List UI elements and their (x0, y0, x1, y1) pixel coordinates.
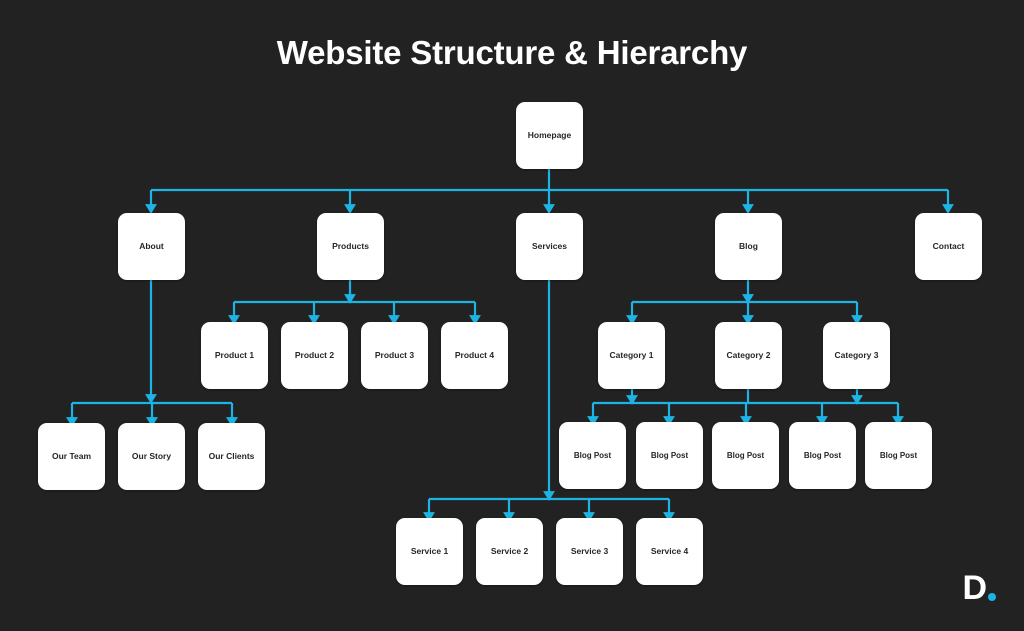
node-label: Service 4 (650, 545, 689, 556)
node-label: Service 2 (490, 545, 529, 556)
node-contact[interactable]: Contact (915, 213, 982, 280)
node-label: Category 2 (726, 349, 771, 360)
node-label: Product 2 (294, 349, 335, 360)
brand-logo: D (962, 571, 996, 605)
node-label: Blog Post (726, 450, 765, 460)
node-products[interactable]: Products (317, 213, 384, 280)
node-label: Blog Post (650, 450, 689, 460)
node-label: Our Clients (208, 450, 255, 461)
node-homepage[interactable]: Homepage (516, 102, 583, 169)
node-product-1[interactable]: Product 1 (201, 322, 268, 389)
node-label: About (139, 240, 164, 251)
node-label: Blog Post (879, 450, 918, 460)
node-service-4[interactable]: Service 4 (636, 518, 703, 585)
node-label: Category 1 (609, 349, 654, 360)
node-label: Services (532, 240, 567, 251)
node-category-1[interactable]: Category 1 (598, 322, 665, 389)
node-service-3[interactable]: Service 3 (556, 518, 623, 585)
node-our-team[interactable]: Our Team (38, 423, 105, 490)
node-service-2[interactable]: Service 2 (476, 518, 543, 585)
node-label: Service 3 (570, 545, 609, 556)
page-title: Website Structure & Hierarchy (276, 34, 748, 71)
node-product-2[interactable]: Product 2 (281, 322, 348, 389)
node-label: Blog Post (573, 450, 612, 460)
node-label: Product 3 (374, 349, 415, 360)
node-service-1[interactable]: Service 1 (396, 518, 463, 585)
logo-dot-icon (988, 593, 996, 601)
node-label: Category 3 (834, 349, 879, 360)
node-label: Our Story (131, 450, 172, 461)
node-label: Homepage (527, 129, 572, 140)
node-product-3[interactable]: Product 3 (361, 322, 428, 389)
node-blog-post-1[interactable]: Blog Post (559, 422, 626, 489)
node-label: Product 1 (214, 349, 255, 360)
node-blog-post-2[interactable]: Blog Post (636, 422, 703, 489)
logo-letter: D (962, 569, 987, 607)
node-blog-post-5[interactable]: Blog Post (865, 422, 932, 489)
node-category-2[interactable]: Category 2 (715, 322, 782, 389)
node-label: Service 1 (410, 545, 449, 556)
node-label: Products (332, 240, 369, 251)
node-our-story[interactable]: Our Story (118, 423, 185, 490)
node-services[interactable]: Services (516, 213, 583, 280)
node-about[interactable]: About (118, 213, 185, 280)
node-our-clients[interactable]: Our Clients (198, 423, 265, 490)
node-label: Blog Post (803, 450, 842, 460)
node-product-4[interactable]: Product 4 (441, 322, 508, 389)
node-label: Product 4 (454, 349, 495, 360)
node-blog[interactable]: Blog (715, 213, 782, 280)
node-label: Blog (739, 240, 758, 251)
node-blog-post-4[interactable]: Blog Post (789, 422, 856, 489)
node-blog-post-3[interactable]: Blog Post (712, 422, 779, 489)
node-category-3[interactable]: Category 3 (823, 322, 890, 389)
node-label: Contact (932, 240, 965, 251)
node-label: Our Team (51, 450, 92, 461)
